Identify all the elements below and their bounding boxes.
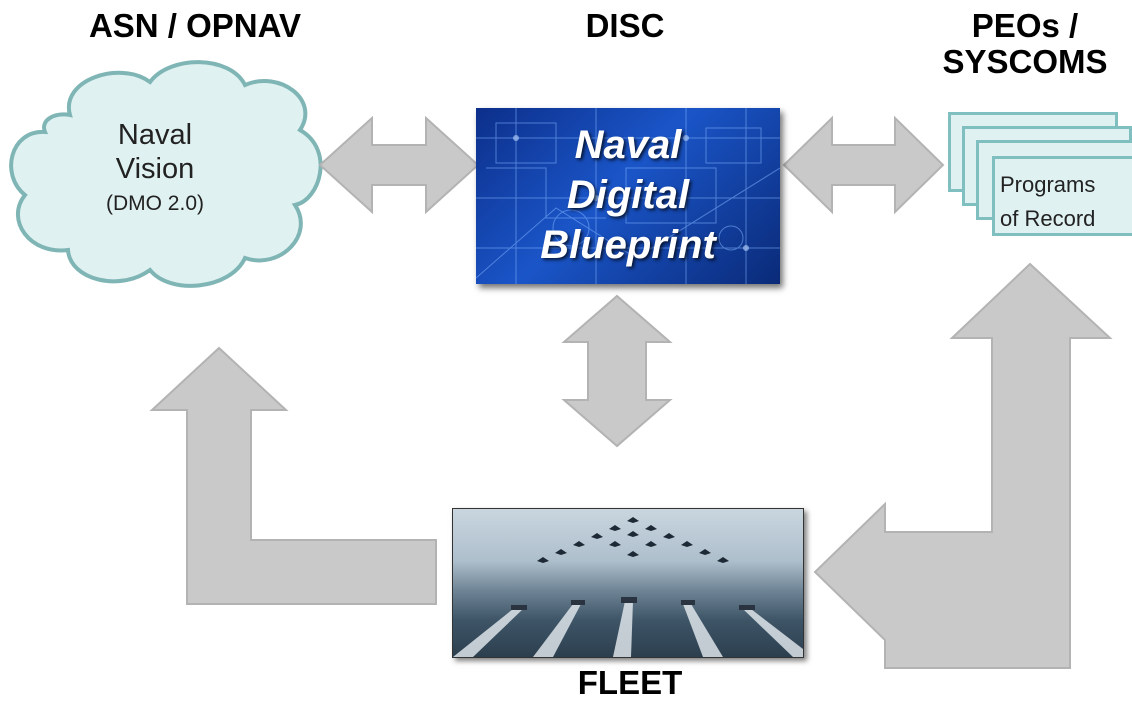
ship-wakes: [453, 601, 803, 657]
l-arrow-programs-to-fleet: [813, 262, 1113, 669]
fleet-photo-image: [453, 517, 803, 657]
document-page: [992, 156, 1132, 236]
blueprint-line1: Naval: [574, 123, 682, 167]
double-arrow-blueprint-fleet: [561, 294, 673, 448]
cloud-line2: Vision: [115, 153, 195, 185]
aircraft-formation: [537, 517, 729, 563]
peo-heading-line1: PEOs /: [971, 7, 1079, 44]
blueprint-line3: Blueprint: [540, 223, 716, 267]
programs-line2: of Record: [1000, 206, 1096, 231]
cloud-line3: (DMO 2.0): [105, 192, 204, 215]
peo-heading-line2: SYSCOMS: [942, 43, 1108, 80]
ships: [511, 597, 755, 610]
l-arrow-fleet-to-vision: [149, 346, 437, 605]
fleet-photo: [452, 508, 804, 658]
blueprint-title: Naval Digital Blueprint: [476, 120, 780, 270]
naval-digital-blueprint-panel: Naval Digital Blueprint: [476, 108, 780, 284]
naval-vision-text: Naval Vision (DMO 2.0): [40, 118, 270, 222]
double-arrow-blueprint-programs: [782, 115, 945, 215]
programs-of-record-text: Programs of Record: [1000, 168, 1132, 236]
fleet-heading: FLEET: [577, 664, 683, 701]
peo-syscoms-heading: PEOs / SYSCOMS: [905, 8, 1132, 80]
cloud-line1: Naval: [117, 119, 193, 151]
disc-heading: DISC: [585, 7, 665, 44]
programs-of-record-stack: [944, 110, 1132, 240]
blueprint-line2: Digital: [566, 173, 690, 217]
asn-opnav-heading: ASN / OPNAV: [88, 7, 302, 44]
naval-vision-cloud: [9, 60, 323, 288]
programs-line1: Programs: [1000, 172, 1096, 197]
blueprint-grid-image: [476, 108, 780, 284]
